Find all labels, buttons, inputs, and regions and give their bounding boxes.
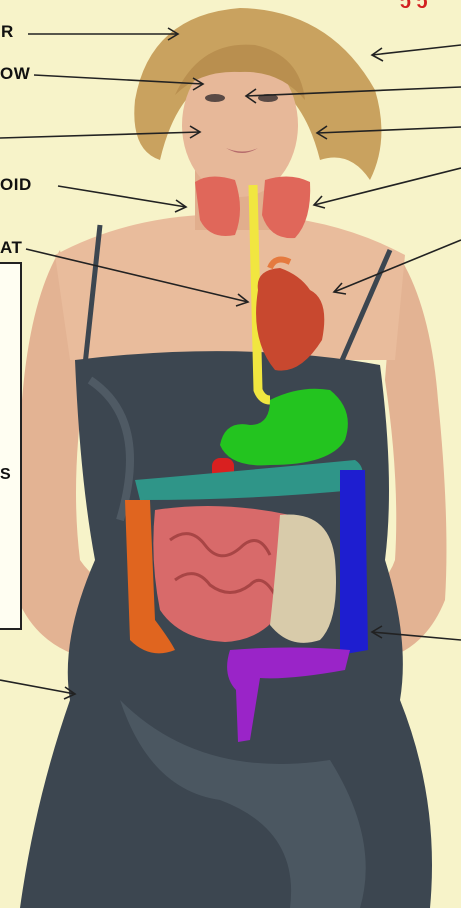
label-side-box-s: S [0,466,11,484]
corner-red-mark: ɔ ɔ [400,0,428,14]
label-hair: R [1,22,14,42]
label-heart: AT [0,238,22,258]
label-thyroid: OID [0,175,32,195]
label-brow: OW [0,64,30,84]
jejunum [270,515,336,643]
descending-colon [340,470,368,655]
left-eye [205,94,225,102]
side-text-box [0,262,22,630]
